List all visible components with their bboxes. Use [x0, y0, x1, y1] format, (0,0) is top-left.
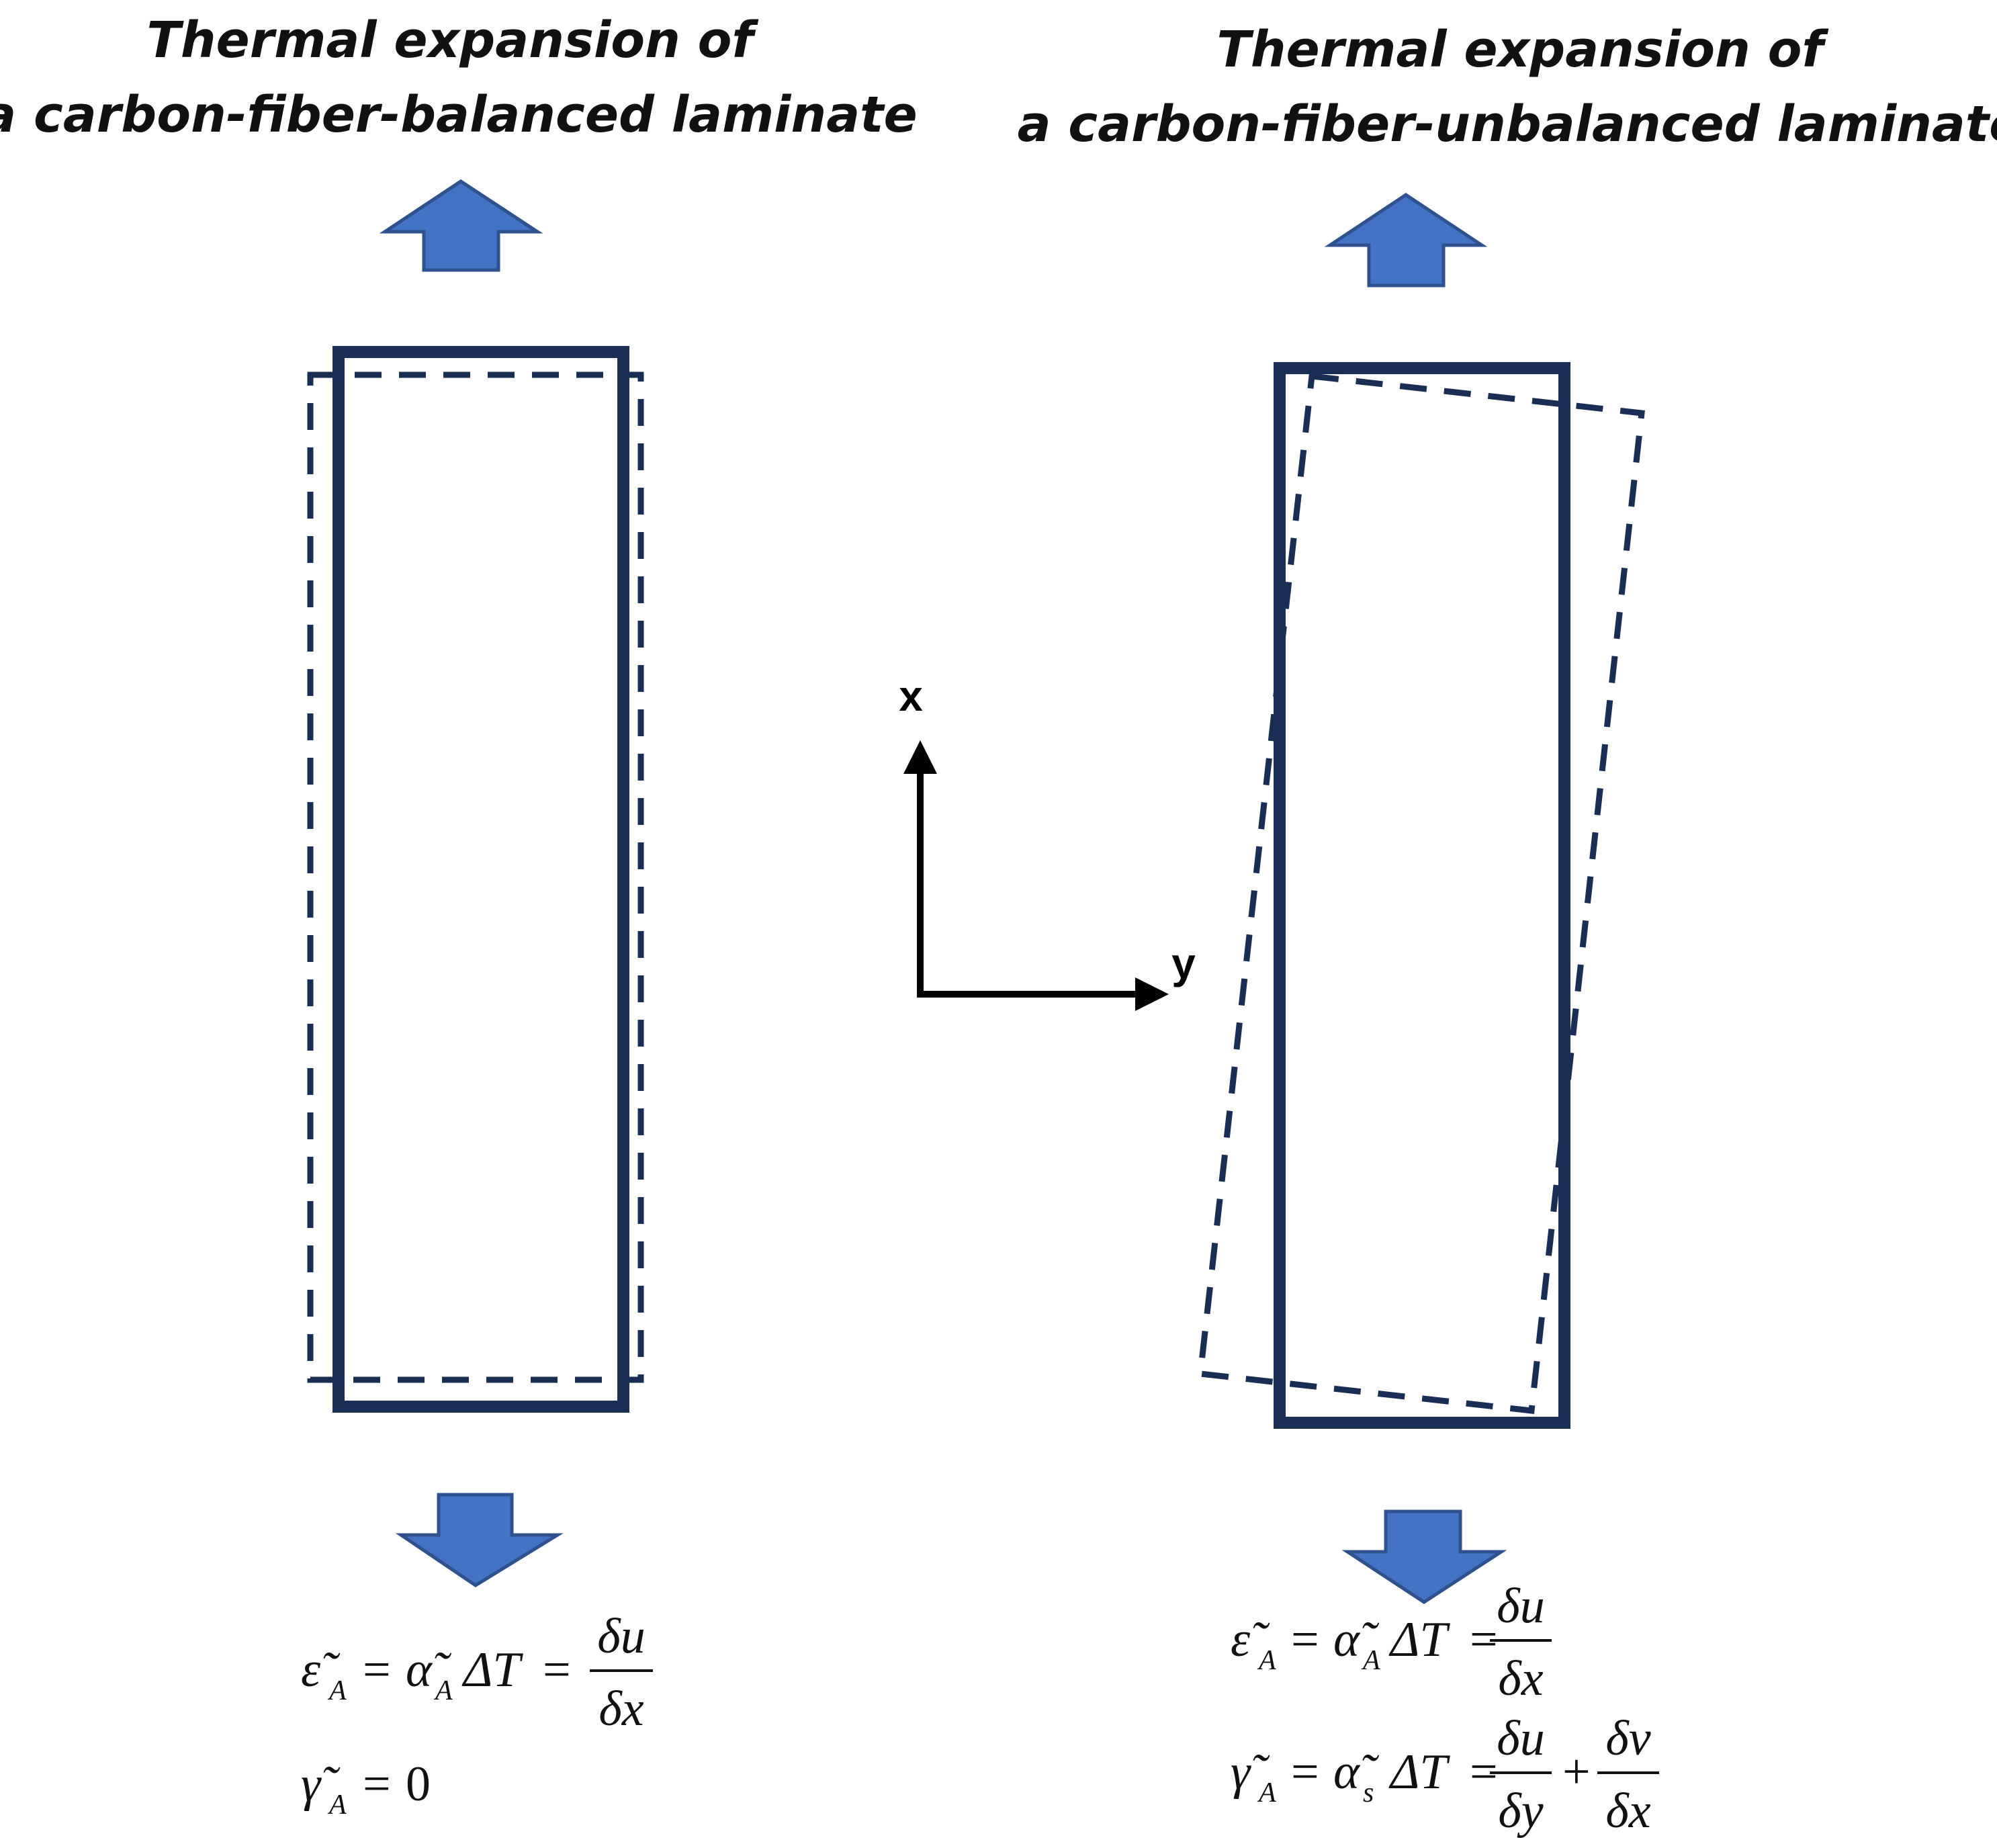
eq-operator: =: [1291, 1612, 1319, 1667]
right-title-line1: Thermal expansion of: [1216, 21, 1828, 79]
right-up-arrow: [1324, 192, 1488, 288]
eq-numerator: δu: [1497, 1579, 1544, 1634]
eq-operator: =: [543, 1642, 571, 1698]
eq-operator: =: [363, 1642, 391, 1698]
left-expanded-laminate: [307, 371, 644, 1383]
left-up-arrow-body: [379, 179, 543, 272]
eq-numerator: δu: [1497, 1711, 1544, 1766]
eq-subscript: A: [1257, 1645, 1276, 1676]
eq-denominator: δx: [598, 1681, 644, 1736]
eq-numerator: δu: [597, 1609, 645, 1664]
eq-numerator: δv: [1605, 1711, 1650, 1766]
eq-term: ΔT: [1388, 1745, 1450, 1800]
left-down-arrow: [395, 1493, 564, 1587]
left-title-line1: Thermal expansion of: [146, 11, 758, 69]
right-shear-equation: γ̃ A = α̃ s ΔT = δu δy + δv δx: [1231, 1711, 1659, 1839]
eq-term: ΔT: [1388, 1612, 1450, 1667]
right-sheared-laminate: [1197, 373, 1645, 1414]
eq-subscript: s: [1363, 1777, 1374, 1808]
eq-subscript: A: [327, 1675, 347, 1706]
eq-value: 0: [406, 1757, 431, 1812]
eq-operator: +: [1562, 1745, 1591, 1800]
right-title-line2: a carbon-fiber-unbalanced laminate: [1018, 95, 1997, 153]
left-original-laminate: [332, 346, 629, 1413]
coordinate-axes: x y: [899, 672, 1196, 1011]
right-original-laminate: [1274, 362, 1570, 1429]
x-axis-label: x: [899, 672, 923, 720]
left-title-line2: a carbon-fiber-balanced laminate: [0, 86, 918, 144]
eq-denominator: δx: [1605, 1784, 1650, 1839]
eq-denominator: δy: [1498, 1784, 1543, 1839]
right-strain-equation: ε̃ A = α̃ A ΔT = δu δx: [1231, 1579, 1552, 1706]
eq-denominator: δx: [1498, 1651, 1543, 1706]
right-down-arrow: [1341, 1509, 1507, 1604]
eq-subscript: A: [1257, 1777, 1276, 1808]
eq-subscript: A: [433, 1675, 453, 1706]
eq-operator: =: [1291, 1745, 1319, 1800]
eq-subscript: A: [1361, 1645, 1380, 1676]
eq-subscript: A: [327, 1790, 347, 1820]
y-axis-label: y: [1171, 939, 1196, 987]
left-shear-equation: γ̃ A = 0: [301, 1757, 431, 1820]
left-strain-equation: ε̃ A = α̃ A ΔT = δu δx: [301, 1609, 653, 1736]
eq-operator: =: [363, 1757, 391, 1812]
eq-term: ΔT: [461, 1642, 523, 1698]
